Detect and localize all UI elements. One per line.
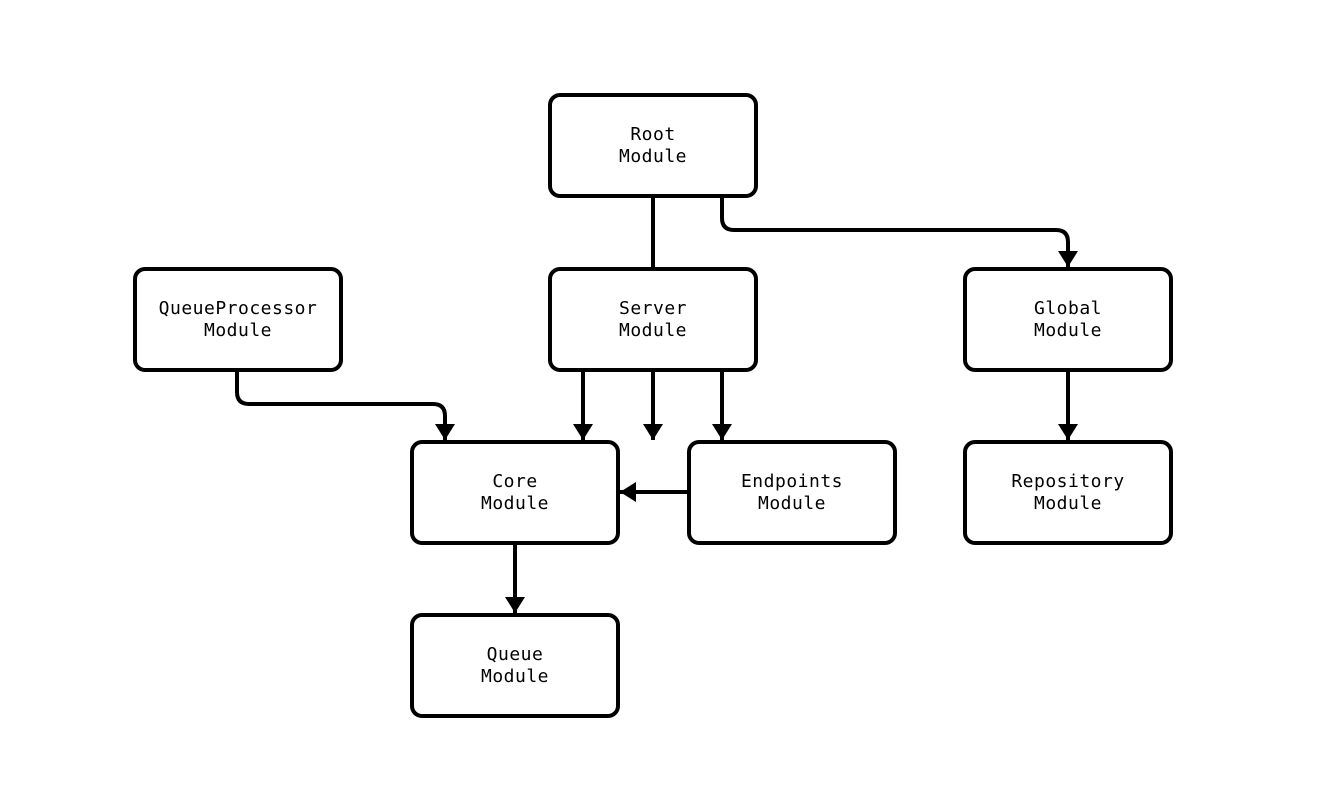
edge-global-to-repository [1058, 372, 1078, 440]
node-label-secondary: Module [480, 665, 550, 687]
arrowhead-icon [573, 424, 593, 440]
node-label-secondary: Module [757, 492, 827, 514]
edge-endpoints-to-core [620, 482, 687, 502]
arrowhead-icon [1058, 251, 1078, 267]
edge-root-to-global [720, 198, 1078, 267]
arrowhead-icon [620, 482, 636, 502]
node-label-secondary: Module [1033, 492, 1103, 514]
edge-core-to-queue [505, 545, 525, 613]
node-label-primary: Queue [486, 643, 544, 665]
edge-line [720, 198, 1070, 267]
edge-server-to-endpoints [712, 372, 732, 440]
node-label-secondary: Module [618, 145, 688, 167]
node-label-secondary: Module [618, 319, 688, 341]
node-label-primary: Core [492, 470, 538, 492]
node-label-secondary: Module [203, 319, 273, 341]
arrowhead-icon [505, 597, 525, 613]
edge-server-to-core [573, 372, 593, 440]
node-label-secondary: Module [1033, 319, 1103, 341]
arrowhead-icon [435, 424, 455, 440]
arrowhead-icon [712, 424, 732, 440]
node-label-primary: Endpoints [740, 470, 844, 492]
node-label-primary: Root [630, 123, 676, 145]
node-label-primary: Repository [1011, 470, 1125, 492]
arrowhead-icon [1058, 424, 1078, 440]
node-label-primary: Global [1033, 297, 1103, 319]
arrowhead-icon [643, 424, 663, 440]
node-label-secondary: Module [480, 492, 550, 514]
edge-line [235, 372, 447, 440]
node-label-primary: Server [618, 297, 688, 319]
edge-queueprocessor-to-core [235, 372, 455, 440]
node-label-primary: QueueProcessor [158, 297, 318, 319]
